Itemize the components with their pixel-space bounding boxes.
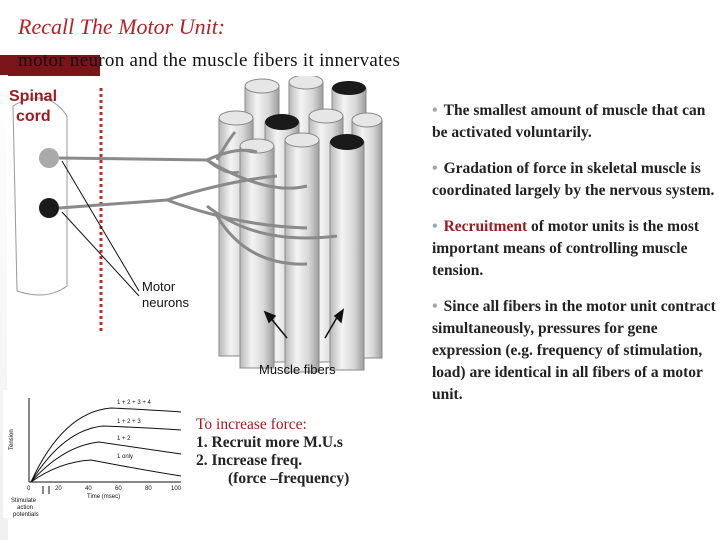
graph-tick: 20 (55, 486, 62, 492)
force-item-1: 1. Recruit more M.U.s (196, 434, 343, 451)
slide-subtitle: motor neuron and the muscle fibers it in… (18, 50, 401, 71)
force-heading: To increase force: (196, 416, 307, 433)
pointer-lines (61, 160, 140, 297)
recruitment-emphasis: Recruitment (443, 218, 528, 235)
bullet-dot-icon: • (432, 102, 438, 119)
neuron-cell-body-lower (39, 198, 59, 218)
graph-tick: 60 (115, 486, 122, 492)
motor-label-1: Motor (142, 279, 176, 294)
bullet-item: •Gradation of force in skeletal muscle i… (432, 158, 717, 202)
bullet-item: •Since all fibers in the motor unit cont… (432, 296, 717, 406)
curve-label: 1 + 2 (117, 436, 131, 442)
force-item-2: 2. Increase freq. (196, 452, 303, 469)
bullet-list: •The smallest amount of muscle that can … (432, 100, 717, 420)
graph-tick: 40 (85, 486, 92, 492)
curve-label: 1 only (117, 454, 133, 460)
graph-tick: 100 (171, 486, 182, 492)
bullet-dot-icon: • (432, 298, 438, 315)
graph-xlabel: Time (msec) (87, 494, 120, 500)
bullet-text: The smallest amount of muscle that can b… (432, 102, 706, 141)
neuron-cell-body-upper (39, 148, 59, 168)
left-edge-gradient (0, 75, 8, 540)
graph-tick: 0 (27, 486, 31, 492)
bullet-dot-icon: • (432, 218, 438, 235)
stim-label-2: action (17, 505, 33, 511)
axons (58, 131, 338, 266)
bullet-text: of motor units is the most important mea… (432, 218, 700, 279)
force-item-2-sub: (force –frequency) (228, 470, 350, 487)
curve-label: 1 + 2 + 3 + 4 (117, 400, 152, 406)
stim-label-1: Stimulate (11, 498, 37, 504)
graph-ylabel: Tension (9, 429, 15, 450)
motor-label-2: neurons (142, 295, 189, 310)
stim-label-3: potentials (13, 512, 39, 518)
muscle-fiber-front-row (239, 132, 365, 373)
muscle-fibers-label: Muscle fibers (259, 362, 336, 377)
muscle-fiber-arrows (263, 308, 345, 339)
slide-title: Recall The Motor Unit: (18, 14, 226, 39)
curve-label: 1 + 2 + 3 (117, 419, 141, 425)
force-box: To increase force: 1. Recruit more M.U.s… (192, 410, 418, 516)
spinal-label-line-1: Spinal (9, 88, 58, 105)
graph-curves (30, 407, 182, 483)
spinal-cord-outline (12, 97, 68, 296)
bullet-item: •The smallest amount of muscle that can … (432, 100, 717, 144)
tension-graph: Tension 0 20 40 60 80 100 Time (msec) St… (3, 390, 188, 518)
bullet-text: Since all fibers in the motor unit contr… (432, 298, 716, 403)
stimulus-arrows (42, 486, 50, 494)
motor-unit-figure: Motor neurons Muscle fibers (7, 76, 387, 388)
spinal-cord-label: Spinal cord (9, 87, 57, 127)
bullet-item: • Recruitment of motor units is the most … (432, 216, 717, 282)
graph-tick: 80 (145, 486, 152, 492)
spinal-label-line-2: cord (16, 108, 51, 125)
bullet-text: Gradation of force in skeletal muscle is… (432, 160, 715, 199)
bullet-dot-icon: • (432, 160, 438, 177)
